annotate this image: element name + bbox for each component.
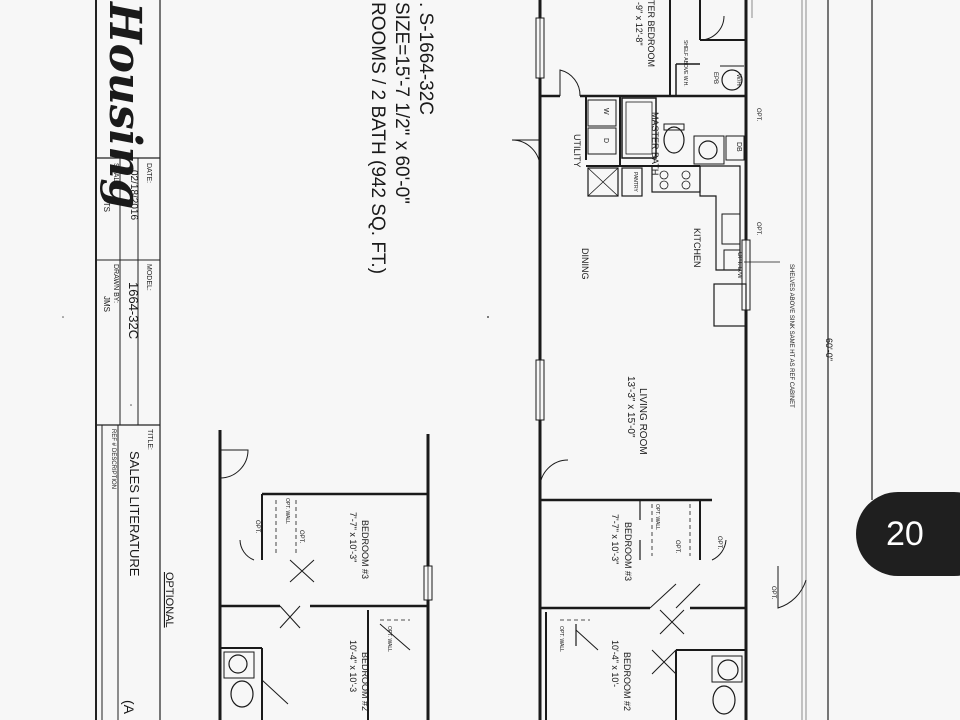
optional-floor-plan <box>218 430 433 720</box>
opt-label-5: OPT. <box>770 586 776 600</box>
page-number-badge[interactable]: 20 <box>856 492 960 576</box>
rooms-line: ROOMS / 2 BATH (942 SQ. FT.) <box>367 2 388 274</box>
opt-wall-label-1: OPT. WALL <box>654 504 660 530</box>
washer-label: W <box>602 108 609 115</box>
title-label: TITLE: <box>146 429 153 450</box>
bedroom2-label: BEDROOM #2 <box>622 652 632 711</box>
dishwasher-label: OPT. D/W <box>736 252 742 279</box>
size-line: SIZE=15'-7 1/2" x 60'-0" <box>391 2 412 204</box>
optional-plan-labels: BEDROOM #3 7'-7" x 10'-3" OPT. WALL OPT.… <box>254 498 392 711</box>
living-room-label: LIVING ROOM <box>637 388 648 455</box>
model-value: 1664-32C <box>126 282 141 339</box>
page-number: 20 <box>886 514 924 553</box>
master-bedroom-label: TER BEDROOM <box>646 0 656 67</box>
drawn-label: DRAWN BY: <box>112 264 119 303</box>
title-value: SALES LITERATURE <box>127 451 142 577</box>
shelves-note: SHELVES ABOVE SINK SAME HT AS REF CABINE… <box>788 264 794 408</box>
opt-label-4: OPT. <box>716 536 722 550</box>
opt-bedroom3-label: BEDROOM #3 <box>360 520 370 579</box>
scan-specks <box>62 316 489 406</box>
main-floor-plan <box>511 0 807 720</box>
pantry-label: PANTRY <box>632 172 638 192</box>
bedroom3-label: BEDROOM #3 <box>623 522 633 581</box>
kitchen-label: KITCHEN <box>692 228 702 268</box>
opt-label-1: OPT. <box>755 108 761 122</box>
opt-bedroom2-dim: 10'-4" x 10'-3 <box>348 640 358 692</box>
opt-label-3: OPT. <box>674 540 680 554</box>
opt-bedroom3-dim: 7'-7" x 10'-3" <box>348 512 358 562</box>
drawn-value: JMS <box>102 296 111 312</box>
living-room-dim: 13'-3" x 15'-0" <box>625 376 636 438</box>
date-value: 02/18/2016 <box>128 170 139 220</box>
partial-text: (A <box>121 700 137 715</box>
overall-dimension: 60'-0" <box>824 338 834 361</box>
description-label: DESCRIPTION <box>110 448 116 489</box>
title-block: Housing . S-1664-32C SIZE=15'-7 1/2" x 6… <box>95 0 436 720</box>
master-bedroom-dim: -9" x 12'-8" <box>634 2 644 46</box>
sheet-border: 60'-0" <box>751 0 873 720</box>
main-plan-labels: TER BEDROOM -9" x 12'-8" SHELF ABOVE W.H… <box>558 0 794 711</box>
opt-label-2: OPT. <box>755 222 761 236</box>
dining-label: DINING <box>580 248 590 280</box>
db-label: DB <box>735 142 742 152</box>
brand-logo: Housing <box>99 0 150 209</box>
opt-wall-label-4: OPT. WALL <box>386 626 392 652</box>
ref-label: REF # <box>110 429 116 447</box>
scale-label: SCALE: <box>112 163 119 188</box>
master-bath-label: MASTER BATH <box>650 112 660 175</box>
scale-value: NTS <box>102 196 111 212</box>
model-label: MODEL: <box>145 264 152 291</box>
opt-label-7: OPT. <box>254 520 260 534</box>
opt-label-6: OPT. <box>298 530 304 544</box>
date-label: DATE: <box>145 163 152 183</box>
dryer-label: D <box>602 138 609 143</box>
shelf-label: SHELF ABOVE W.H. <box>682 40 688 87</box>
epb-label: EPB <box>712 72 718 84</box>
bedroom2-dim: 10'-4" x 10'- <box>610 640 620 687</box>
opt-wall-label-2: OPT. WALL <box>558 626 564 652</box>
opt-wall-label-3: OPT. WALL <box>284 498 290 524</box>
utility-label: UTILITY <box>572 134 582 168</box>
opt-bedroom2-label: BEDROOM #2 <box>360 652 370 711</box>
bedroom3-dim: 7'-7" x 10'-3" <box>610 514 620 564</box>
optional-label: OPTIONAL <box>163 572 175 628</box>
model-line: . S-1664-32C <box>415 2 436 115</box>
wh-label: W/H <box>735 74 741 86</box>
